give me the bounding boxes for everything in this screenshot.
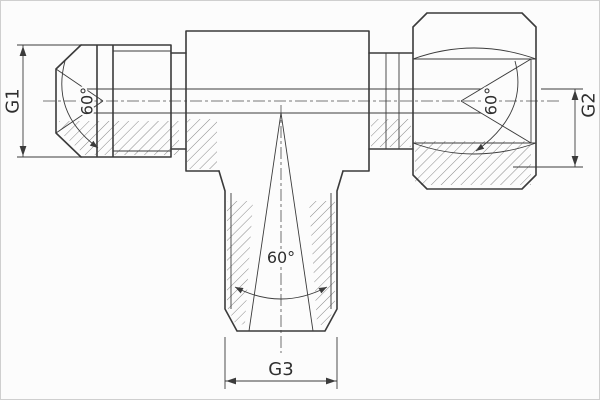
left-flare-cone-outline: [55, 44, 82, 158]
arrowhead: [571, 156, 579, 166]
arrowhead: [571, 90, 579, 100]
hatch-area: [371, 119, 411, 147]
left-neck-outline: [170, 52, 187, 150]
dim-label-g2: G2: [579, 92, 600, 117]
left-thread-minor-lines: [113, 50, 171, 152]
arrowhead: [19, 46, 27, 56]
body-outline: [185, 30, 370, 172]
witness-line: [17, 44, 103, 158]
arrowhead: [235, 287, 244, 294]
hatch-area: [309, 201, 335, 327]
stub-detail-lines: [385, 53, 400, 149]
witness-line: [224, 337, 338, 389]
bottom-branch-outline: [218, 170, 344, 332]
arrowhead: [226, 377, 236, 385]
hatch-area: [227, 201, 253, 327]
dimension-g3: G3: [224, 337, 338, 389]
hatch-area: [415, 141, 531, 185]
angle-annotation-left: 60°: [61, 60, 99, 149]
centerlines: [43, 100, 559, 353]
fitting-outline: [55, 12, 537, 332]
fitting-details: [55, 47, 537, 332]
section-hatching: [59, 119, 531, 327]
angle-label-left: 60°: [78, 87, 97, 115]
dimension-g1: G1: [1, 44, 103, 158]
arrowhead: [318, 287, 327, 294]
angle-annotation-bottom: 60°: [234, 246, 328, 300]
arrowhead: [476, 143, 485, 151]
witness-line: [513, 88, 583, 168]
dimension-g2: G2: [513, 88, 600, 168]
swivel-nut-outline: [412, 12, 537, 190]
hatch-area: [187, 119, 217, 169]
dim-label-g3: G3: [268, 359, 293, 380]
arrowhead: [89, 140, 98, 148]
angle-arc: [61, 60, 99, 149]
left-thread-section-outline: [80, 44, 172, 158]
hatch-area: [59, 121, 179, 155]
branch-thread-minor-lines: [230, 193, 332, 309]
angle-arc: [475, 60, 519, 152]
angle-arc: [234, 286, 328, 300]
left-internal-cone: [55, 68, 104, 134]
arrowhead: [19, 146, 27, 156]
through-bore-lines: [85, 88, 481, 114]
nut-facet-lines: [413, 58, 536, 144]
right-stub-outline: [368, 52, 414, 150]
angle-label-bottom: 60°: [267, 248, 295, 267]
arrowhead: [326, 377, 336, 385]
nut-facet-arcs: [412, 47, 537, 155]
dim-label-g1: G1: [3, 88, 24, 113]
angle-label-right: 60°: [482, 87, 501, 115]
right-internal-cone: [460, 58, 532, 144]
angle-annotation-right: 60°: [475, 60, 519, 152]
